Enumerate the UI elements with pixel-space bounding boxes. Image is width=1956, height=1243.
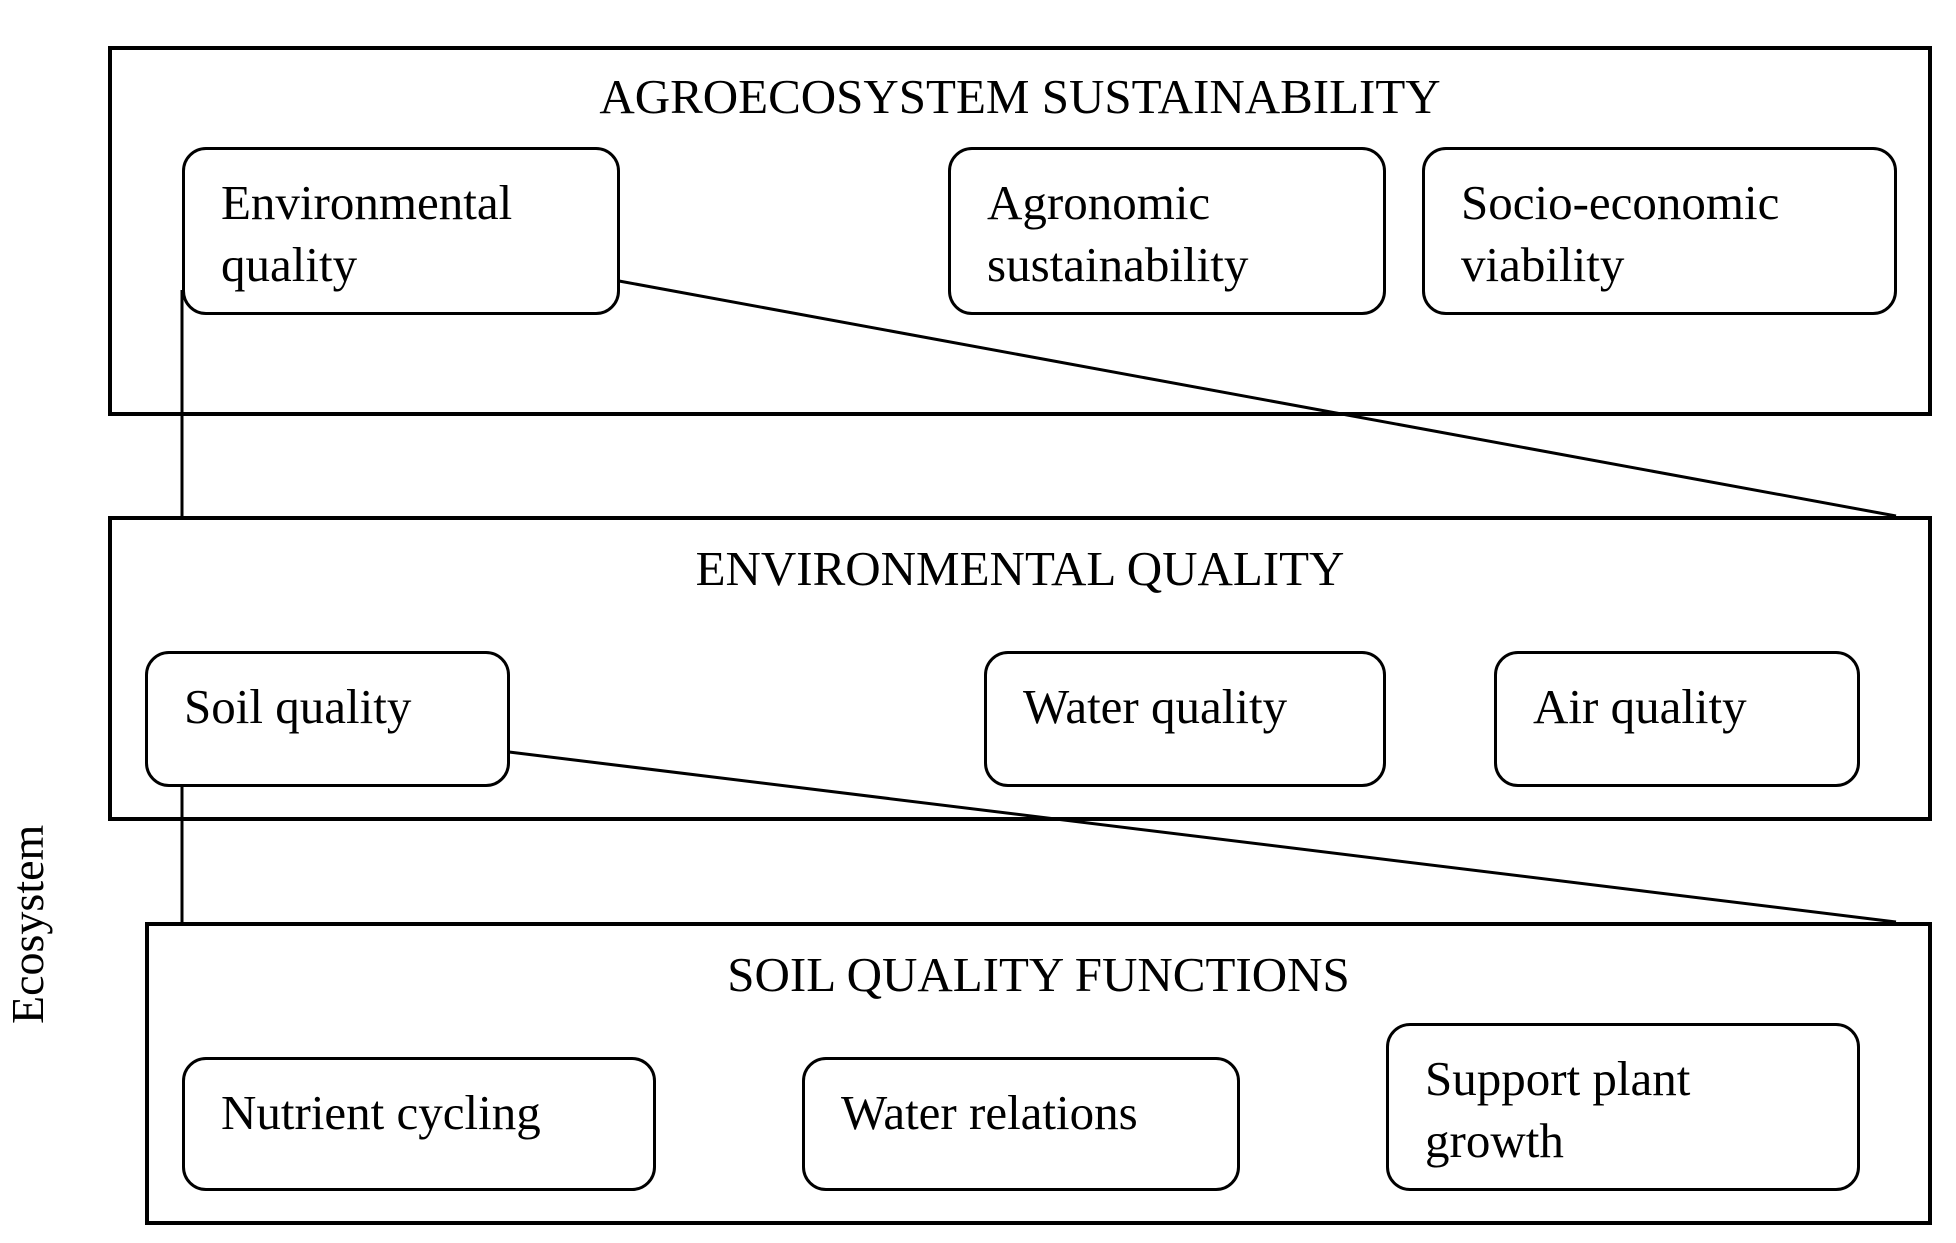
node-label: Air quality — [1533, 676, 1747, 738]
node-water-relations[interactable]: Water relations — [802, 1057, 1240, 1191]
layer-title: SOIL QUALITY FUNCTIONS — [727, 947, 1350, 1002]
node-label-line: sustainability — [987, 237, 1249, 292]
node-label-line: Water relations — [841, 1085, 1138, 1140]
ecosystem-axis-label: Ecosystem — [2, 824, 53, 1024]
node-label-line: Support plant — [1425, 1051, 1691, 1106]
layer-title: ENVIRONMENTAL QUALITY — [695, 541, 1345, 596]
node-environmental-quality[interactable]: Environmental quality — [182, 147, 620, 315]
node-label-line: growth — [1425, 1113, 1564, 1168]
node-label: Support plant growth — [1425, 1048, 1690, 1172]
node-label-line: Water quality — [1023, 679, 1288, 734]
node-label-line: Environmental — [221, 175, 513, 230]
node-nutrient-cycling[interactable]: Nutrient cycling — [182, 1057, 656, 1191]
node-label: Water quality — [1023, 676, 1287, 738]
node-water-quality[interactable]: Water quality — [984, 651, 1386, 787]
layer-agroecosystem-sustainability: AGROECOSYSTEM SUSTAINABILITY — [108, 46, 1932, 416]
node-support-plant-growth[interactable]: Support plant growth — [1386, 1023, 1860, 1191]
node-label-line: quality — [221, 237, 358, 292]
node-label: Water relations — [841, 1082, 1138, 1144]
node-label-line: Agronomic — [987, 175, 1211, 230]
node-label: Agronomic sustainability — [987, 172, 1248, 296]
layer-environmental-quality: ENVIRONMENTAL QUALITY — [108, 516, 1932, 821]
node-label-line: Socio-economic — [1461, 175, 1780, 230]
node-label: Socio-economic viability — [1461, 172, 1779, 296]
node-air-quality[interactable]: Air quality — [1494, 651, 1860, 787]
node-socio-economic-viability[interactable]: Socio-economic viability — [1422, 147, 1897, 315]
node-soil-quality[interactable]: Soil quality — [145, 651, 510, 787]
layer-title: AGROECOSYSTEM SUSTAINABILITY — [599, 69, 1441, 124]
node-label-line: Nutrient cycling — [221, 1085, 541, 1140]
node-label-line: viability — [1461, 237, 1625, 292]
node-label-line: Air quality — [1533, 679, 1747, 734]
node-label: Soil quality — [184, 676, 411, 738]
layer-soil-quality-functions: SOIL QUALITY FUNCTIONS — [145, 922, 1932, 1225]
node-agronomic-sustainability[interactable]: Agronomic sustainability — [948, 147, 1386, 315]
node-label-line: Soil quality — [184, 679, 412, 734]
node-label: Nutrient cycling — [221, 1082, 541, 1144]
node-label: Environmental quality — [221, 172, 512, 296]
